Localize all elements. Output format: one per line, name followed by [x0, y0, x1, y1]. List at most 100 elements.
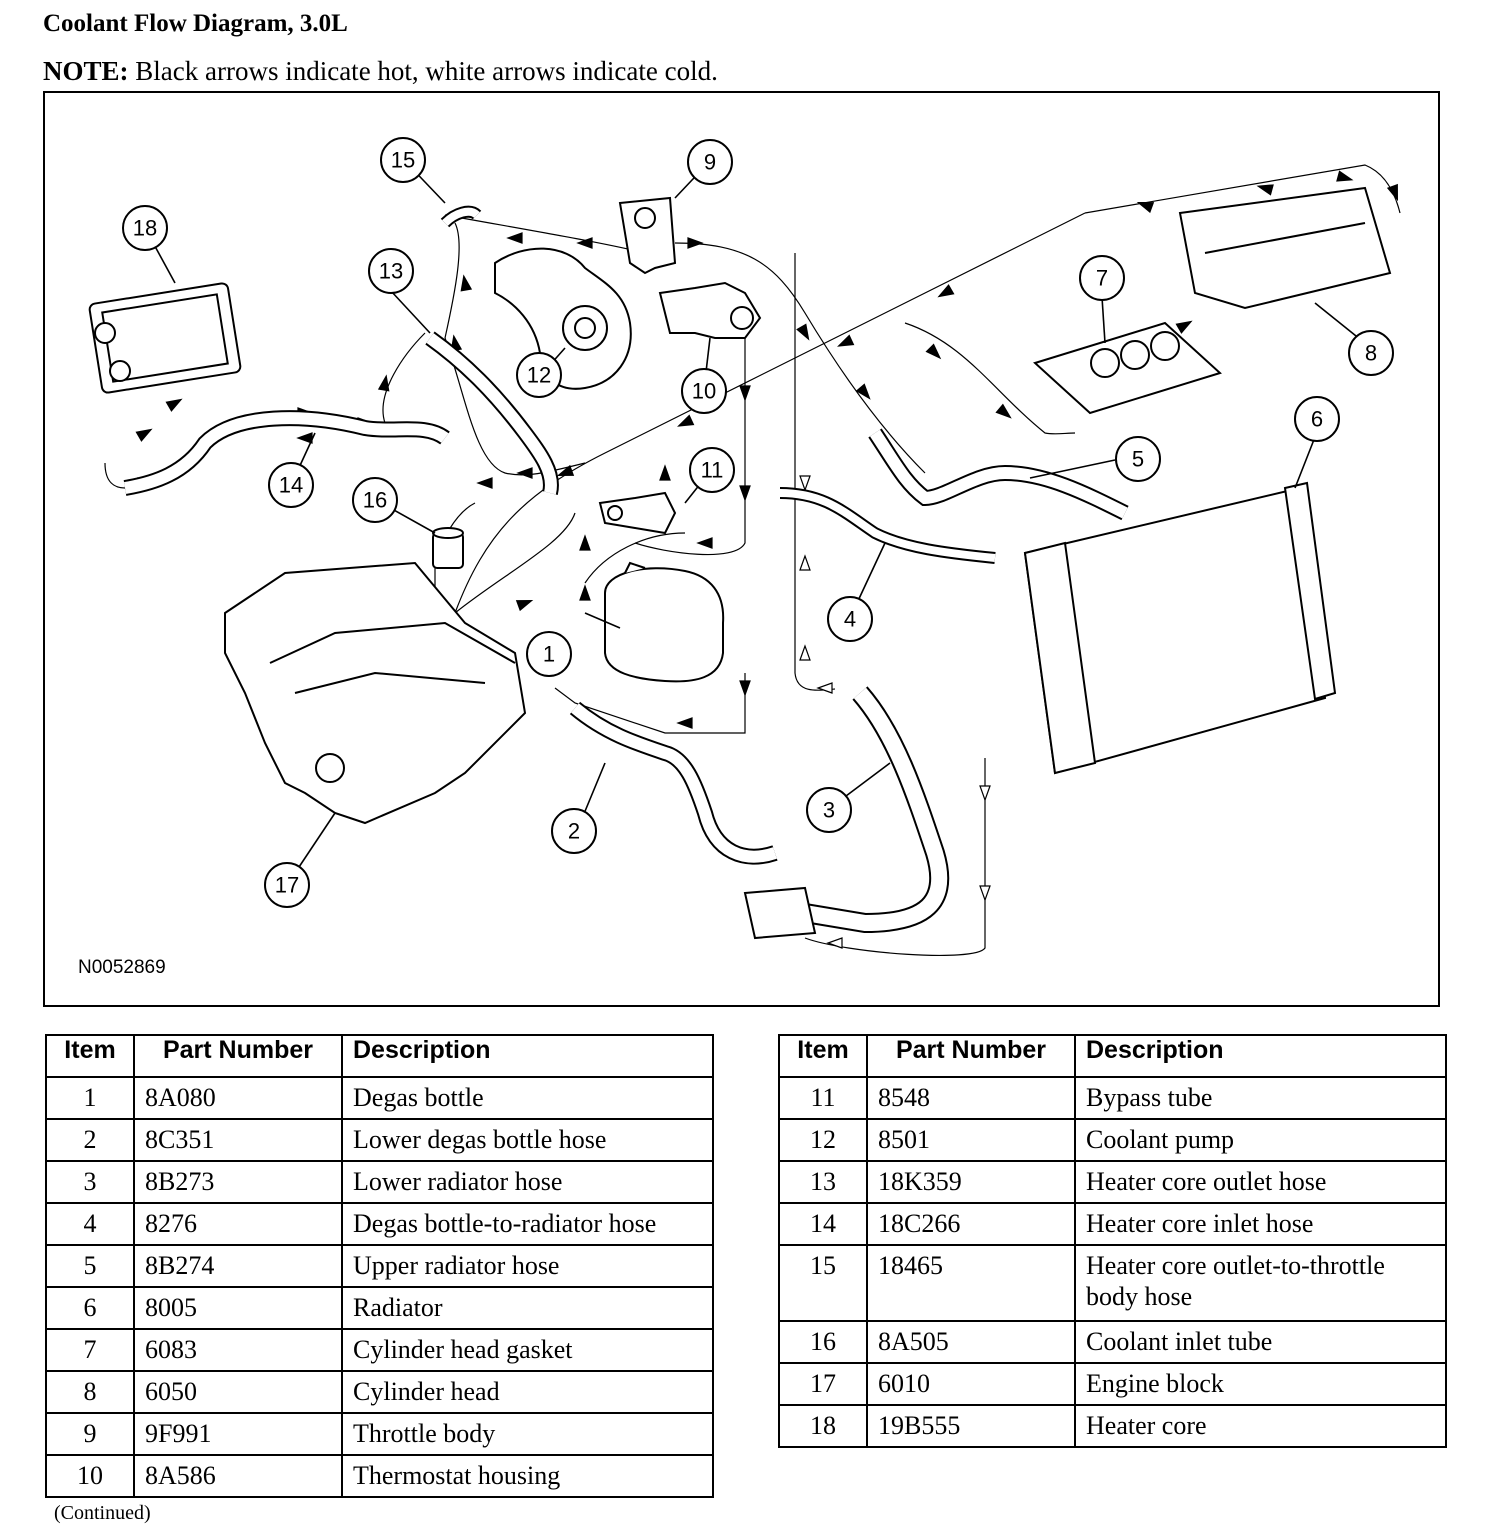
header-description: Description — [341, 1034, 714, 1078]
callout-8: 8 — [1348, 330, 1394, 376]
hot-flow-arrow-icon — [925, 343, 942, 360]
cell-item: 5 — [45, 1244, 135, 1288]
callout-3: 3 — [806, 787, 852, 833]
header-part-number: Part Number — [866, 1034, 1076, 1078]
cell-part-number: 8548 — [866, 1076, 1076, 1120]
callout-9-label: 9 — [704, 150, 716, 175]
hot-flow-arrow-icon — [739, 485, 751, 502]
cell-part-number: 6010 — [866, 1362, 1076, 1406]
callout-1: 1 — [526, 631, 572, 677]
cell-description: Degas bottle-to-radiator hose — [341, 1202, 714, 1246]
callout-2: 2 — [551, 808, 597, 854]
note-label: NOTE: — [43, 56, 129, 86]
bypass-tube-11 — [598, 491, 677, 535]
cell-item: 15 — [778, 1244, 868, 1322]
cell-item: 7 — [45, 1328, 135, 1372]
cold-flow-arrow-icon — [799, 644, 811, 661]
cell-description: Degas bottle — [341, 1076, 714, 1120]
cell-item: 1 — [45, 1076, 135, 1120]
cell-item: 9 — [45, 1412, 135, 1456]
hot-flow-arrow-icon — [796, 323, 810, 341]
callout-10: 10 — [681, 368, 727, 414]
cold-flow-arrow-icon — [799, 475, 811, 492]
callout-6: 6 — [1294, 396, 1340, 442]
continued-label: (Continued) — [54, 1502, 151, 1524]
lower-radiator-hose-3 — [743, 686, 950, 940]
hot-flow-arrow-icon — [937, 284, 955, 298]
callout-17-label: 17 — [275, 873, 299, 898]
callout-13: 13 — [368, 248, 414, 294]
hot-flow-arrow-icon — [995, 403, 1012, 419]
cell-item: 17 — [778, 1362, 868, 1406]
callout-17: 17 — [264, 862, 310, 908]
heater-core-outlet-hose-13 — [425, 331, 559, 495]
engine-block-17 — [224, 561, 527, 825]
cell-part-number: 6050 — [133, 1370, 343, 1414]
hot-flow-arrow-icon — [676, 717, 693, 729]
hot-flow-arrow-icon — [579, 534, 591, 551]
radiator-6 — [1023, 481, 1337, 775]
cell-description: Heater core outlet-to-throttle body hose — [1074, 1244, 1447, 1322]
hot-flow-arrow-icon — [576, 237, 593, 249]
cell-description: Cylinder head — [341, 1370, 714, 1414]
hot-flow-arrow-icon — [677, 414, 695, 427]
cell-description: Radiator — [341, 1286, 714, 1330]
hot-flow-arrow-icon — [687, 237, 704, 249]
cell-description: Heater core inlet hose — [1074, 1202, 1447, 1246]
cylinder-head-8 — [1178, 186, 1392, 310]
callout-5: 5 — [1115, 436, 1161, 482]
callout-11-label: 11 — [701, 458, 724, 483]
lower-degas-hose-2 — [569, 701, 778, 865]
cell-description: Thermostat housing — [341, 1454, 714, 1498]
cell-item: 12 — [778, 1118, 868, 1162]
callout-9: 9 — [687, 139, 733, 185]
hot-flow-arrow-icon — [515, 599, 534, 612]
cell-item: 11 — [778, 1076, 868, 1120]
cell-part-number: 6083 — [133, 1328, 343, 1372]
hot-flow-arrow-icon — [739, 680, 751, 697]
cell-part-number: 18465 — [866, 1244, 1076, 1322]
cell-part-number: 18C266 — [866, 1202, 1076, 1246]
cell-item: 13 — [778, 1160, 868, 1204]
cell-part-number: 8C351 — [133, 1118, 343, 1162]
callout-4-label: 4 — [844, 607, 856, 632]
cold-flow-arrow-icon — [799, 554, 811, 571]
callout-3-label: 3 — [823, 798, 835, 823]
cell-description: Lower degas bottle hose — [341, 1118, 714, 1162]
hot-flow-arrow-icon — [377, 374, 390, 392]
cold-flow-arrow-icon — [826, 937, 843, 949]
cell-part-number: 19B555 — [866, 1404, 1076, 1448]
hot-flow-arrow-icon — [1336, 170, 1354, 182]
callout-14-label: 14 — [279, 473, 303, 498]
header-item: Item — [45, 1034, 135, 1078]
hot-flow-arrow-icon — [1136, 201, 1155, 214]
header-item: Item — [778, 1034, 868, 1078]
hot-flow-arrow-icon — [1386, 183, 1399, 202]
callout-15: 15 — [380, 137, 426, 183]
coolant-pump-12 — [494, 247, 632, 390]
degas-bottle-1 — [604, 561, 725, 683]
cylinder-head-gasket-7 — [1033, 321, 1222, 415]
cell-description: Cylinder head gasket — [341, 1328, 714, 1372]
cell-item: 2 — [45, 1118, 135, 1162]
cell-part-number: 8A505 — [866, 1320, 1076, 1364]
cold-flow-arrow-icon — [816, 682, 833, 694]
callout-5-label: 5 — [1132, 447, 1144, 472]
hot-flow-arrow-icon — [165, 398, 183, 412]
callout-18-label: 18 — [133, 216, 157, 241]
cell-description: Heater core outlet hose — [1074, 1160, 1447, 1204]
